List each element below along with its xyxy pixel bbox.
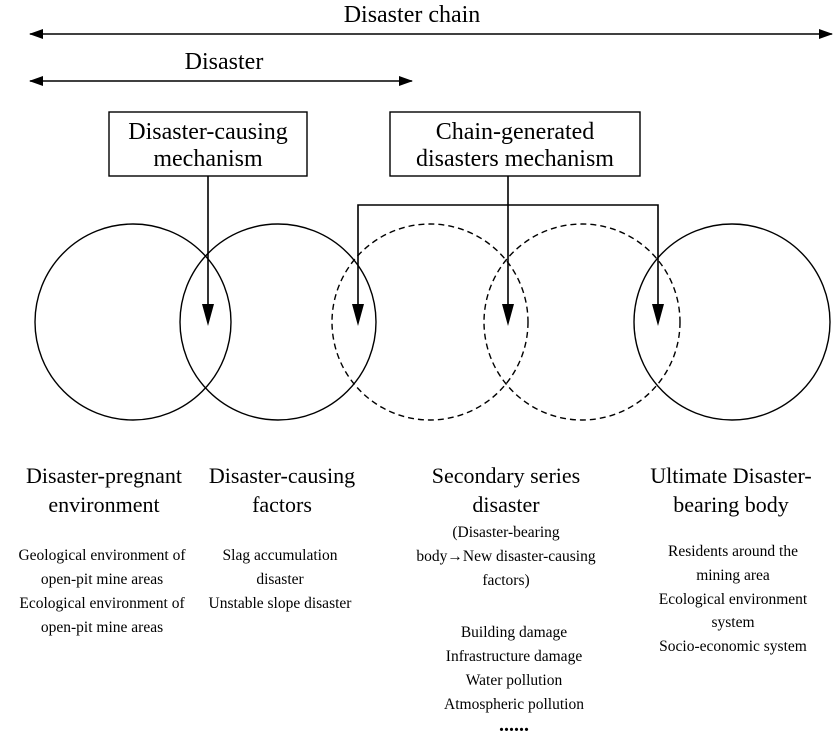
stage-4-item-5: Socio-economic system — [659, 638, 807, 655]
disaster-causing-factors-circle — [179, 223, 377, 421]
stage-2-item-2: disaster — [256, 571, 304, 588]
stage-3-title-line-1: Secondary series — [432, 463, 580, 488]
stage-1-item-2: open-pit mine areas — [41, 571, 163, 588]
disaster-label: Disaster — [185, 49, 264, 75]
chain-mechanism-bracket — [357, 204, 659, 310]
stage-2-title-line-2: factors — [252, 492, 312, 517]
secondary-disaster-circle-1 — [331, 223, 529, 421]
stage-2-item-1: Slag accumulation — [223, 547, 338, 564]
stage-4-item-1: Residents around the — [668, 543, 798, 560]
stage-3-title-line-2: disaster — [472, 492, 540, 517]
disaster-pregnant-environment-circle — [34, 223, 232, 421]
chain-mechanism-left-arrowhead — [352, 304, 364, 326]
mechanism-box-2-line-1: Chain-generated — [436, 119, 595, 145]
stage-1-item-3: Ecological environment of — [19, 595, 185, 612]
stage-4-title-line-2: bearing body — [673, 492, 788, 517]
stage-3-note-line-3: factors) — [482, 572, 529, 589]
disaster-chain-label: Disaster chain — [344, 2, 481, 28]
secondary-disaster-circle-2 — [483, 223, 681, 421]
stage-1-item-4: open-pit mine areas — [41, 619, 163, 636]
stage-2-title-line-1: Disaster-causing — [209, 463, 355, 488]
stage-3-note-line-1: (Disaster-bearing — [452, 524, 560, 541]
stage-2-item-3: Unstable slope disaster — [209, 595, 353, 612]
disaster-causing-mechanism-box — [108, 111, 308, 177]
stage-3-item-2: Infrastructure damage — [446, 648, 583, 665]
ultimate-disaster-bearing-body-circle — [633, 223, 831, 421]
stage-1-item-1: Geological environment of — [18, 547, 186, 564]
stage-3-item-4: Atmospheric pollution — [444, 696, 584, 713]
stage-3-item-1: Building damage — [461, 624, 567, 641]
disaster-causing-mechanism-arrowhead — [202, 304, 214, 326]
stage-1-title-line-1: Disaster-pregnant — [26, 463, 182, 488]
mechanism-box-1-line-2: mechanism — [153, 146, 263, 172]
stage-1-title-line-2: environment — [48, 492, 159, 517]
chain-mechanism-center-arrowhead — [502, 304, 514, 326]
stage-4-title-line-1: Ultimate Disaster- — [650, 463, 811, 488]
chain-mechanism-right-arrowhead — [652, 304, 664, 326]
mechanism-box-2-line-2: disasters mechanism — [416, 146, 614, 172]
stage-3-ellipsis: ...... — [499, 714, 529, 735]
stage-4-item-3: Ecological environment — [659, 591, 808, 608]
mechanism-box-1-line-1: Disaster-causing — [128, 119, 287, 145]
stage-3-note-line-2: body→New disaster-causing — [416, 548, 595, 565]
chain-generated-mechanism-box — [389, 111, 641, 177]
stage-3-item-3: Water pollution — [466, 672, 563, 689]
stage-4-item-4: system — [711, 614, 754, 631]
stage-4-item-2: mining area — [696, 567, 770, 584]
